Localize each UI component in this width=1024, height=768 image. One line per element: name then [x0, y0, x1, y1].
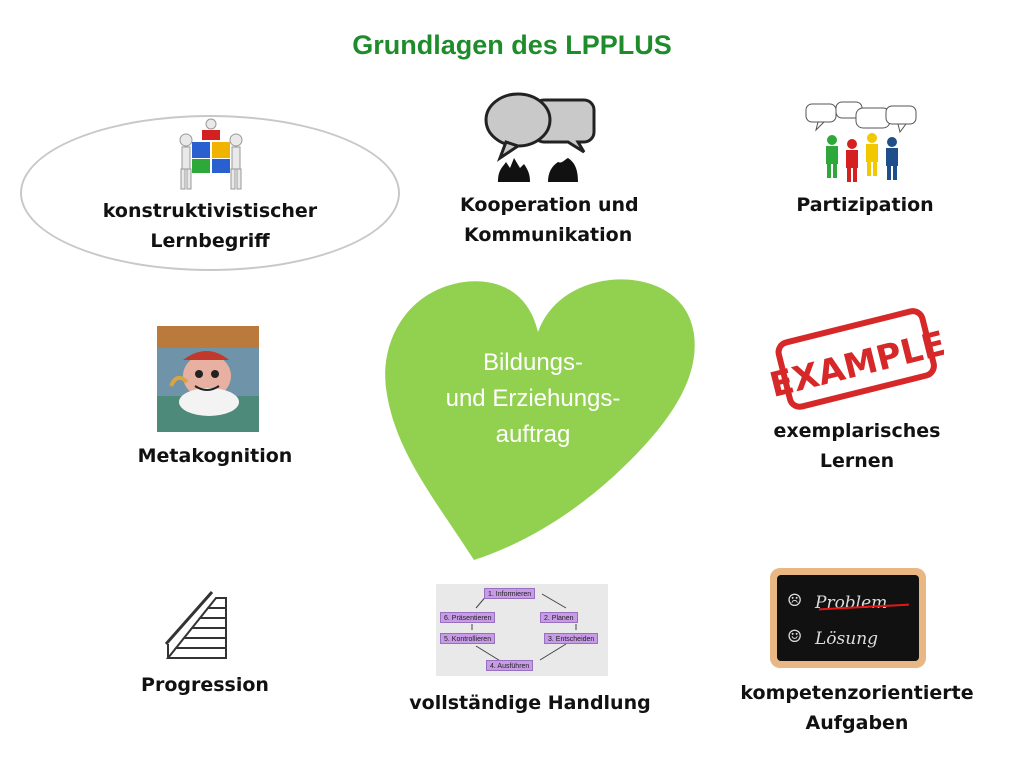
label-konstruktivistischer-lernbegriff: konstruktivistischer Lernbegriff [60, 196, 360, 256]
page-title: Grundlagen des LPPLUS [352, 30, 672, 60]
label-metakognition: Metakognition [110, 441, 320, 471]
speech-bubbles-icon [484, 92, 596, 182]
label-line: Aufgaben [805, 712, 909, 734]
cycle-step: 3. Entscheiden [544, 633, 599, 644]
label-line: Lernbegriff [150, 230, 270, 252]
chalkboard-surface: ☹ Problem ☺ Lösung [777, 575, 919, 661]
cycle-step: 4. Ausführen [486, 660, 534, 671]
highlight-oval [20, 115, 400, 271]
cycle-step: 2. Planen [540, 612, 578, 623]
heart-text-line: auftrag [495, 421, 571, 448]
cycle-step: 6. Präsentieren [440, 612, 496, 623]
label-partizipation: Partizipation [760, 190, 970, 220]
label-progression: Progression [100, 670, 310, 700]
label-kooperation-kommunikation: Kooperation und Kommunikation [440, 190, 680, 250]
chalkboard-icon: ☹ Problem ☺ Lösung [770, 568, 926, 668]
example-stamp-icon: EXAMPLE [768, 308, 944, 410]
heart-shape [385, 279, 695, 560]
people-talking-icon [805, 101, 917, 182]
label-line: vollständige Handlung [409, 692, 651, 714]
sad-face-icon: ☹ [787, 591, 803, 611]
cartoon-picture-icon [157, 326, 259, 432]
heart-text-line: und Erziehungs- [445, 385, 621, 412]
label-line: konstruktivistischer [102, 200, 318, 222]
label-line: Kommunikation [464, 224, 633, 246]
heart-text-line: Bildungs- [482, 349, 584, 376]
label-line: Lernen [819, 450, 895, 472]
cycle-step: 1. Informieren [484, 588, 536, 599]
label-exemplarisches-lernen: exemplarisches Lernen [752, 416, 962, 476]
label-kompetenzorientierte-aufgaben: kompetenzorientierte Aufgaben [712, 678, 1002, 738]
label-line: exemplarisches [773, 420, 941, 442]
label-line: Kooperation und [460, 194, 639, 216]
cycle-step: 5. Kontrollieren [440, 633, 496, 644]
puzzle-people-icon [179, 118, 243, 190]
board-text-loesung: Lösung [815, 629, 879, 649]
label-line: Metakognition [137, 445, 293, 467]
stairs-icon [164, 591, 227, 659]
label-line: kompetenzorientierte [740, 682, 974, 704]
label-line: Partizipation [796, 194, 934, 216]
action-cycle-icon: 1. Informieren 2. Planen 3. Entscheiden … [436, 584, 608, 676]
label-line: Progression [141, 674, 269, 696]
heart-text: Bildungs- und Erziehungs- auftrag [378, 345, 688, 453]
happy-face-icon: ☺ [787, 627, 803, 647]
label-vollstaendige-handlung: vollständige Handlung [380, 688, 680, 718]
